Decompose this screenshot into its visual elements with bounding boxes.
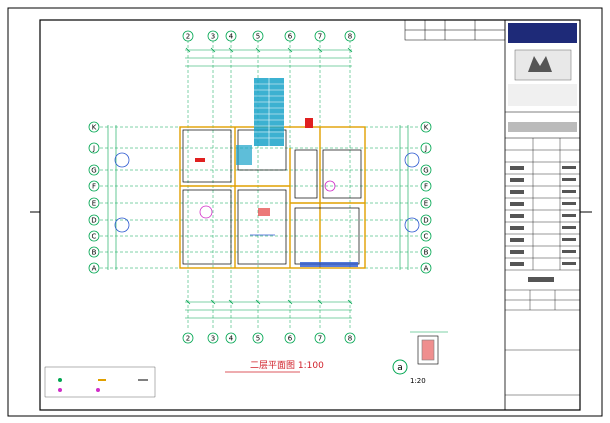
grid-label-left: B	[92, 249, 97, 257]
grid-label-top: 5	[256, 33, 260, 41]
grid-label-right: C	[424, 233, 429, 241]
grid-label-bottom: 7	[318, 335, 322, 343]
detail-marker-circle	[392, 359, 408, 375]
grid-label-right: J	[424, 145, 427, 153]
grid-label-left: A	[92, 265, 97, 273]
grid-label-left: F	[92, 183, 96, 191]
detail-marker-label: a	[397, 363, 403, 373]
detail-drawing	[410, 331, 448, 365]
grid-label-top: 3	[211, 33, 215, 41]
grid-label-right: G	[423, 167, 428, 175]
grid-label-top: 8	[348, 33, 352, 41]
grid-label-left: D	[91, 217, 96, 225]
grid-label-right: D	[423, 217, 428, 225]
grid-label-right: B	[424, 249, 429, 257]
dimension-ticks	[185, 47, 353, 305]
plan-accents	[195, 118, 358, 267]
logo-mark	[528, 56, 552, 72]
grid-label-bottom: 8	[348, 335, 352, 343]
grid-label-left: E	[92, 200, 96, 208]
grid-label-right: F	[424, 183, 428, 191]
grid-label-right: E	[424, 200, 428, 208]
stamp-area	[508, 122, 577, 132]
grid-label-bottom: 3	[211, 335, 215, 343]
stair	[236, 78, 284, 165]
drawing-title: 二层平面图 1:100	[250, 360, 324, 371]
detail-scale-label: 1:20	[410, 377, 426, 385]
legend	[44, 366, 156, 398]
inner-partitions	[182, 129, 362, 265]
grid-label-left: K	[92, 124, 97, 132]
grid-label-bottom: 6	[288, 335, 293, 343]
grid-label-left: J	[92, 145, 95, 153]
grid-label-bottom: 5	[256, 335, 260, 343]
revision-table	[404, 19, 506, 41]
company-header-bar	[508, 23, 577, 43]
inner-border	[39, 19, 581, 411]
outer-border	[7, 7, 603, 417]
grid-label-top: 4	[229, 33, 234, 41]
dimension-lines	[107, 49, 409, 319]
grid-label-right: A	[424, 265, 429, 273]
grid-bubbles-top	[182, 30, 356, 42]
grid-label-left: G	[91, 167, 96, 175]
title-block	[504, 19, 581, 411]
grid-label-right: K	[424, 124, 429, 132]
grid-label-bottom: 4	[229, 335, 234, 343]
institute-name-block	[508, 84, 577, 106]
grid-label-top: 7	[318, 33, 322, 41]
grid-label-top: 6	[288, 33, 293, 41]
grid-label-top: 2	[186, 33, 190, 41]
grid-bubbles-left	[88, 121, 100, 274]
grid-label-bottom: 2	[186, 335, 190, 343]
grid-label-left: C	[92, 233, 97, 241]
grid-bubbles-bottom	[182, 332, 356, 344]
grid-bubbles-right	[420, 121, 432, 274]
tree-symbols	[114, 152, 420, 233]
